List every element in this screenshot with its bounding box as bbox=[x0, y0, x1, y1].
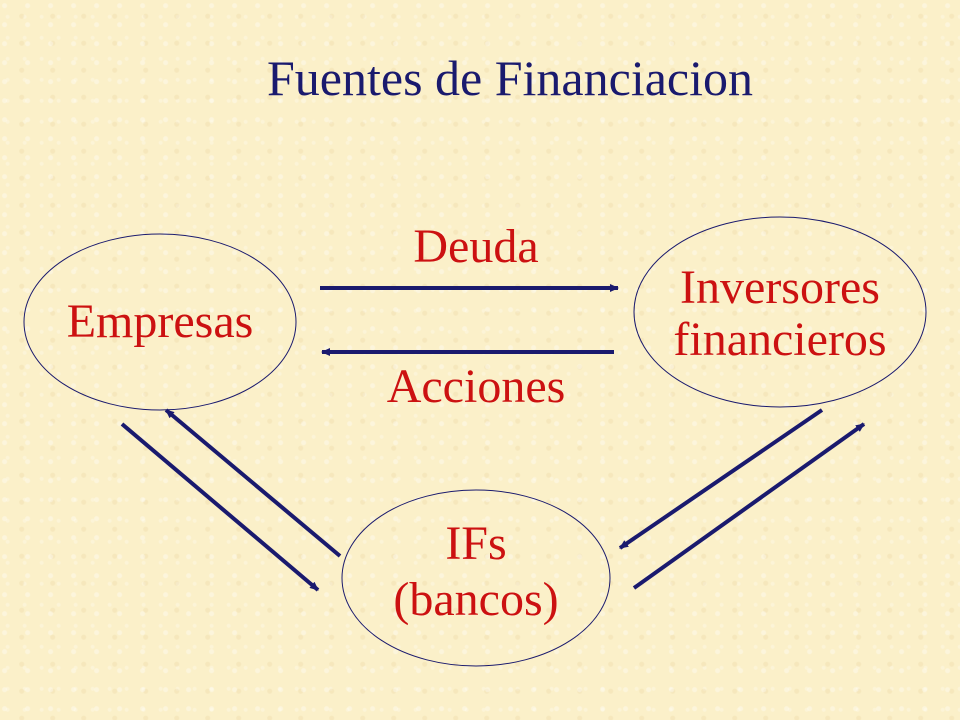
ifs-label-line1: IFs bbox=[445, 517, 507, 570]
inversores-label-line1: Inversores bbox=[680, 261, 880, 314]
inversores-to-ifs-arrow bbox=[618, 408, 824, 550]
empresas-to-ifs-arrow bbox=[120, 422, 320, 592]
empresas-label: Empresas bbox=[66, 295, 254, 348]
ifs-to-inversores-arrow bbox=[632, 422, 866, 590]
empresas-node bbox=[23, 233, 297, 411]
page-title: Fuentes de Financiacion bbox=[267, 50, 753, 106]
inversores-label-line2: financieros bbox=[673, 313, 887, 366]
acciones-label: Acciones bbox=[386, 360, 566, 413]
deuda-label: Deuda bbox=[413, 220, 539, 273]
inversores-label: Inversores financieros bbox=[634, 262, 926, 366]
ifs-label: IFs (bancos) bbox=[342, 516, 610, 628]
ifs-node bbox=[341, 489, 611, 667]
ifs-label-line2: (bancos) bbox=[393, 573, 559, 626]
ifs-to-empresas-arrow bbox=[164, 408, 342, 558]
inversores-node bbox=[633, 216, 927, 408]
